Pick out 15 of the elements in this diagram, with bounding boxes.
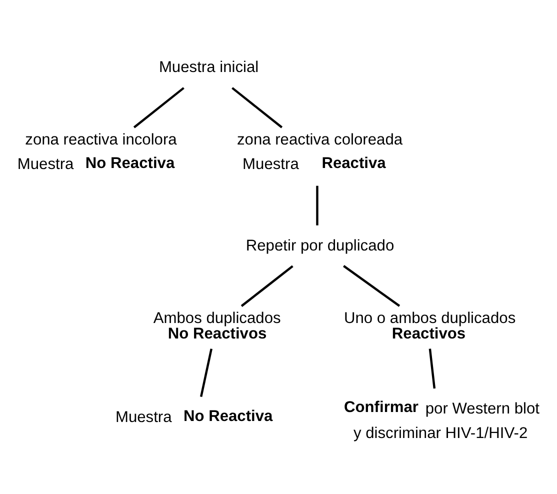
- connector: [232, 87, 283, 128]
- node-text: Muestra inicial: [158, 59, 259, 76]
- connector: [343, 265, 400, 307]
- node-text: Muestra No Reactiva: [115, 408, 273, 426]
- node-text: Repetir por duplicado: [246, 238, 394, 255]
- node-text: zona reactiva coloreada Muestra Reactiva: [236, 132, 403, 174]
- node-text: zona reactiva incolora Muestra No Reactiva: [17, 132, 177, 174]
- node-text: Ambos duplicados No Reactivos: [153, 310, 281, 343]
- node-text: Uno o ambos duplicados Reactivos: [344, 310, 516, 343]
- connector: [133, 87, 184, 128]
- connector: [428, 348, 436, 389]
- node-text: Confirmar por Western blot y discriminar HIV-1/HIV-2: [344, 399, 540, 442]
- connector: [240, 265, 294, 307]
- connector: [200, 348, 212, 397]
- connector: [316, 186, 318, 226]
